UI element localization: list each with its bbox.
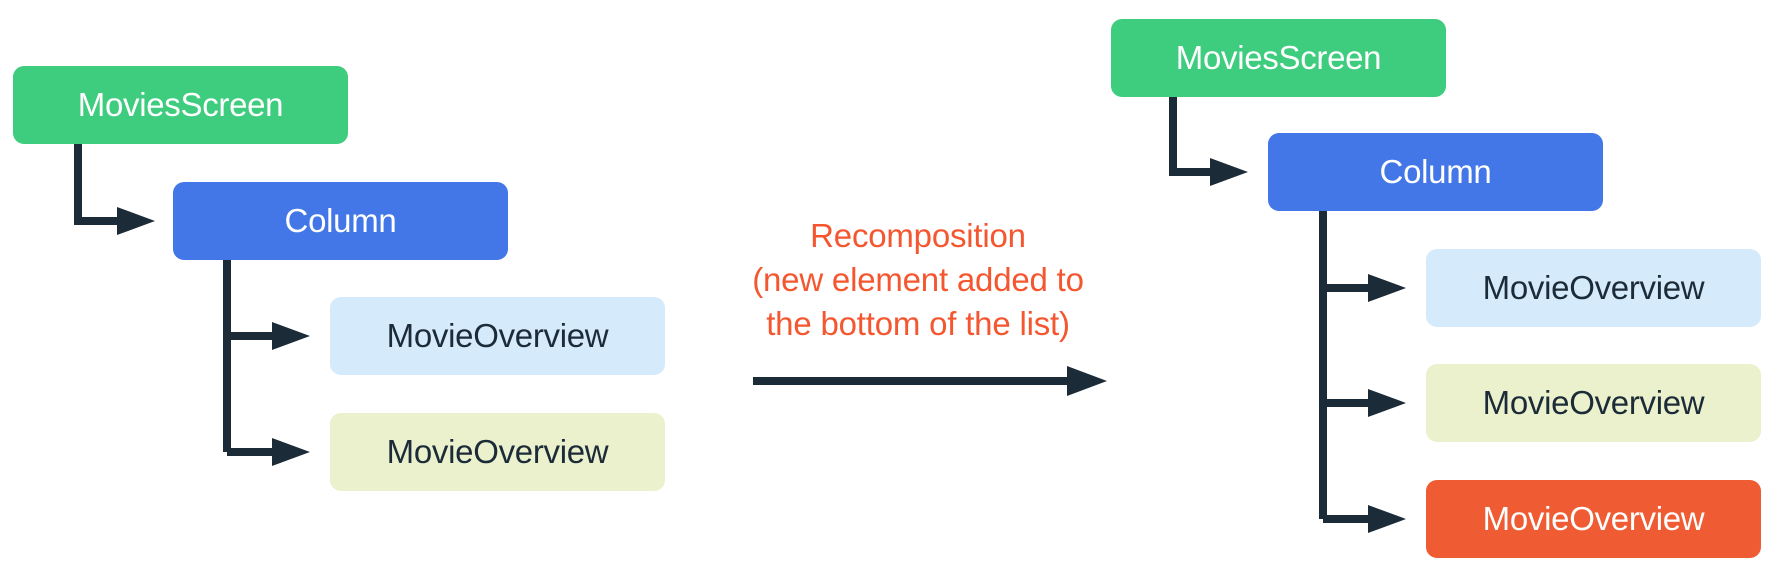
left-parent-arrowhead-icon xyxy=(117,207,155,235)
left-parent-connector xyxy=(74,144,119,225)
left-child2-arrowhead-icon xyxy=(272,438,310,466)
right-children-connector xyxy=(1319,211,1370,523)
right-tree-node-movieoverview-2: MovieOverview xyxy=(1426,364,1761,442)
recomposition-label-line-2: (new element added to xyxy=(752,261,1084,298)
node-label: Column xyxy=(284,202,397,239)
node-label: MovieOverview xyxy=(386,433,609,470)
recomposition-label: Recomposition (new element added to the … xyxy=(668,214,1168,346)
left-tree-node-movieoverview-1: MovieOverview xyxy=(330,297,665,375)
node-label: MovieOverview xyxy=(1482,500,1705,537)
right-tree-node-column: Column xyxy=(1268,133,1603,211)
node-label: MoviesScreen xyxy=(77,86,284,123)
node-label: Column xyxy=(1379,153,1492,190)
recomposition-arrowhead-icon xyxy=(1067,366,1107,396)
node-label: MovieOverview xyxy=(1482,384,1705,421)
right-child2-arrowhead-icon xyxy=(1368,389,1406,417)
left-tree-node-column: Column xyxy=(173,182,508,260)
right-parent-connector xyxy=(1169,97,1212,176)
node-label: MovieOverview xyxy=(1482,269,1705,306)
right-tree-node-movieoverview-1: MovieOverview xyxy=(1426,249,1761,327)
left-tree-node-movieoverview-2: MovieOverview xyxy=(330,413,665,491)
right-tree-node-movieoverview-new: MovieOverview xyxy=(1426,480,1761,558)
right-tree-node-moviesscreen: MoviesScreen xyxy=(1111,19,1446,97)
recomposition-label-line-1: Recomposition xyxy=(810,217,1026,254)
right-child3-arrowhead-icon xyxy=(1368,505,1406,533)
right-parent-arrowhead-icon xyxy=(1210,158,1248,186)
right-child1-arrowhead-icon xyxy=(1368,274,1406,302)
node-label: MovieOverview xyxy=(386,317,609,354)
left-children-connector xyxy=(223,260,274,456)
node-label: MoviesScreen xyxy=(1175,39,1382,76)
left-tree-node-moviesscreen: MoviesScreen xyxy=(13,66,348,144)
left-child1-arrowhead-icon xyxy=(272,322,310,350)
recomposition-label-line-3: the bottom of the list) xyxy=(766,305,1070,342)
